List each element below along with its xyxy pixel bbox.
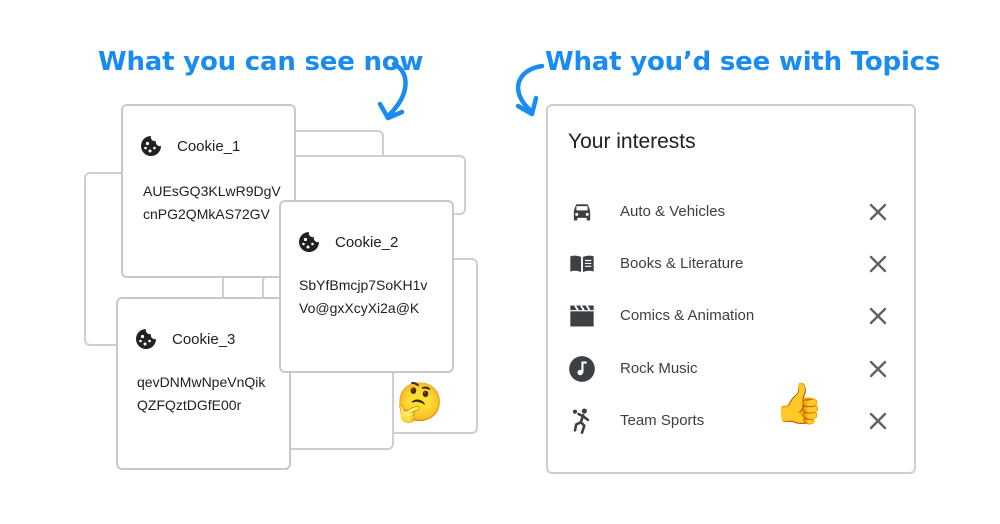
cookie-title: Cookie_3: [172, 330, 236, 348]
cookie-icon: [141, 136, 161, 156]
close-icon[interactable]: [866, 252, 890, 276]
curved-arrow-down-icon: [515, 63, 545, 117]
interest-label: Team Sports: [620, 412, 705, 429]
clapperboard-icon: [570, 305, 594, 327]
interest-row: Team Sports: [548, 401, 914, 441]
interests-panel: Your interests Auto & Vehicles Books & L…: [546, 104, 916, 474]
curved-arrow-down-icon: [377, 61, 408, 121]
interest-row: Auto & Vehicles: [548, 192, 914, 232]
close-icon[interactable]: [866, 200, 890, 224]
book-icon: [570, 255, 594, 273]
heading-topics: What you’d see with Topics: [545, 47, 941, 77]
interest-label: Rock Music: [620, 360, 698, 377]
volleyball-player-icon: [572, 408, 590, 434]
cookie-icon: [136, 329, 156, 349]
cookie-title: Cookie_1: [177, 137, 241, 155]
thumbs-up-icon: 👍: [774, 382, 824, 426]
interest-label: Books & Literature: [620, 255, 744, 272]
heading-current: What you can see now: [98, 47, 424, 77]
cookie-header: Cookie_2: [297, 230, 398, 254]
thinking-face-icon: 🤔: [396, 382, 444, 424]
interest-label: Comics & Animation: [620, 307, 755, 324]
panel-title: Your interests: [568, 130, 696, 153]
cookie-header: Cookie_1: [139, 134, 240, 158]
car-icon: [573, 204, 591, 221]
interest-row: Rock Music: [548, 349, 914, 389]
music-note-icon: [569, 356, 595, 382]
cookie-icon: [299, 232, 319, 252]
close-icon[interactable]: [866, 357, 890, 381]
cookie-header: Cookie_3: [134, 327, 235, 351]
interest-row: Books & Literature: [548, 244, 914, 284]
interest-label: Auto & Vehicles: [620, 203, 726, 220]
cookie-title: Cookie_2: [335, 233, 399, 251]
close-icon[interactable]: [866, 409, 890, 433]
close-icon[interactable]: [866, 304, 890, 328]
interest-row: Comics & Animation: [548, 296, 914, 336]
